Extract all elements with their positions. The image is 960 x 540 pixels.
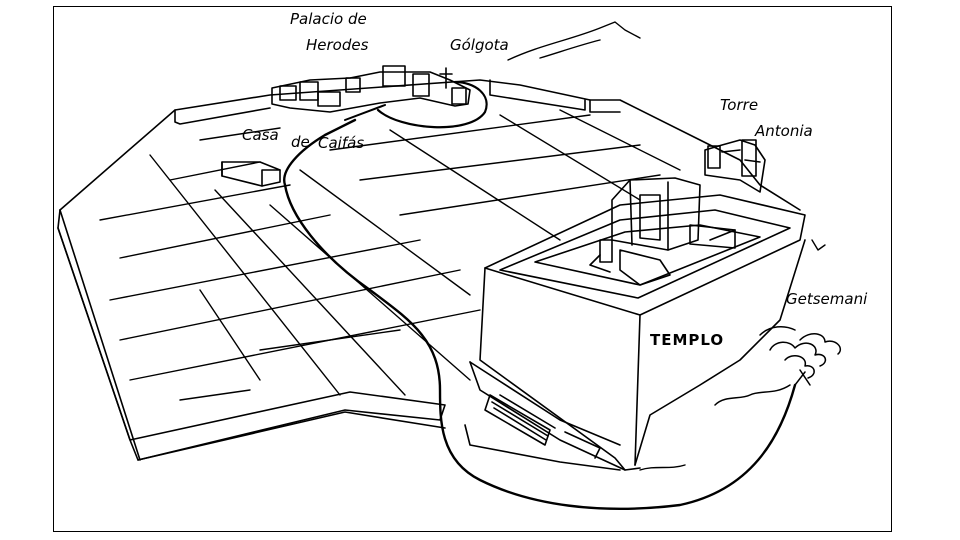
street-grid: [99, 109, 681, 401]
label-torre-line1: Torre: [720, 96, 759, 114]
temple-platform: [464, 194, 806, 471]
palacio-de-herodes-building: [271, 65, 471, 113]
label-casa-de: de: [291, 133, 310, 151]
route-getsemani-caifas: [283, 118, 797, 511]
label-golgota: Gólgota: [450, 36, 509, 54]
hills: [507, 21, 641, 61]
label-torre-line2: Antonia: [755, 122, 813, 140]
ground-terrain: [639, 464, 686, 471]
label-palacio-line1: Palacio de: [290, 10, 367, 28]
label-templo: TEMPLO: [650, 331, 725, 349]
getsemani-garden: [714, 325, 842, 406]
label-casa: Casa: [242, 126, 279, 144]
city-plateau-edge: [57, 209, 446, 461]
label-getsemani: Getsemani: [786, 290, 868, 308]
temple-building: [589, 177, 736, 286]
label-palacio-line2: Herodes: [306, 36, 369, 54]
golgota-cross: [439, 67, 453, 89]
casa-de-caifas-building: [221, 161, 281, 187]
label-caifas: Caifás: [318, 134, 365, 152]
map-frame: [53, 6, 892, 532]
road-palace-golgota: [376, 80, 488, 129]
torre-antonia-building: [704, 139, 766, 193]
